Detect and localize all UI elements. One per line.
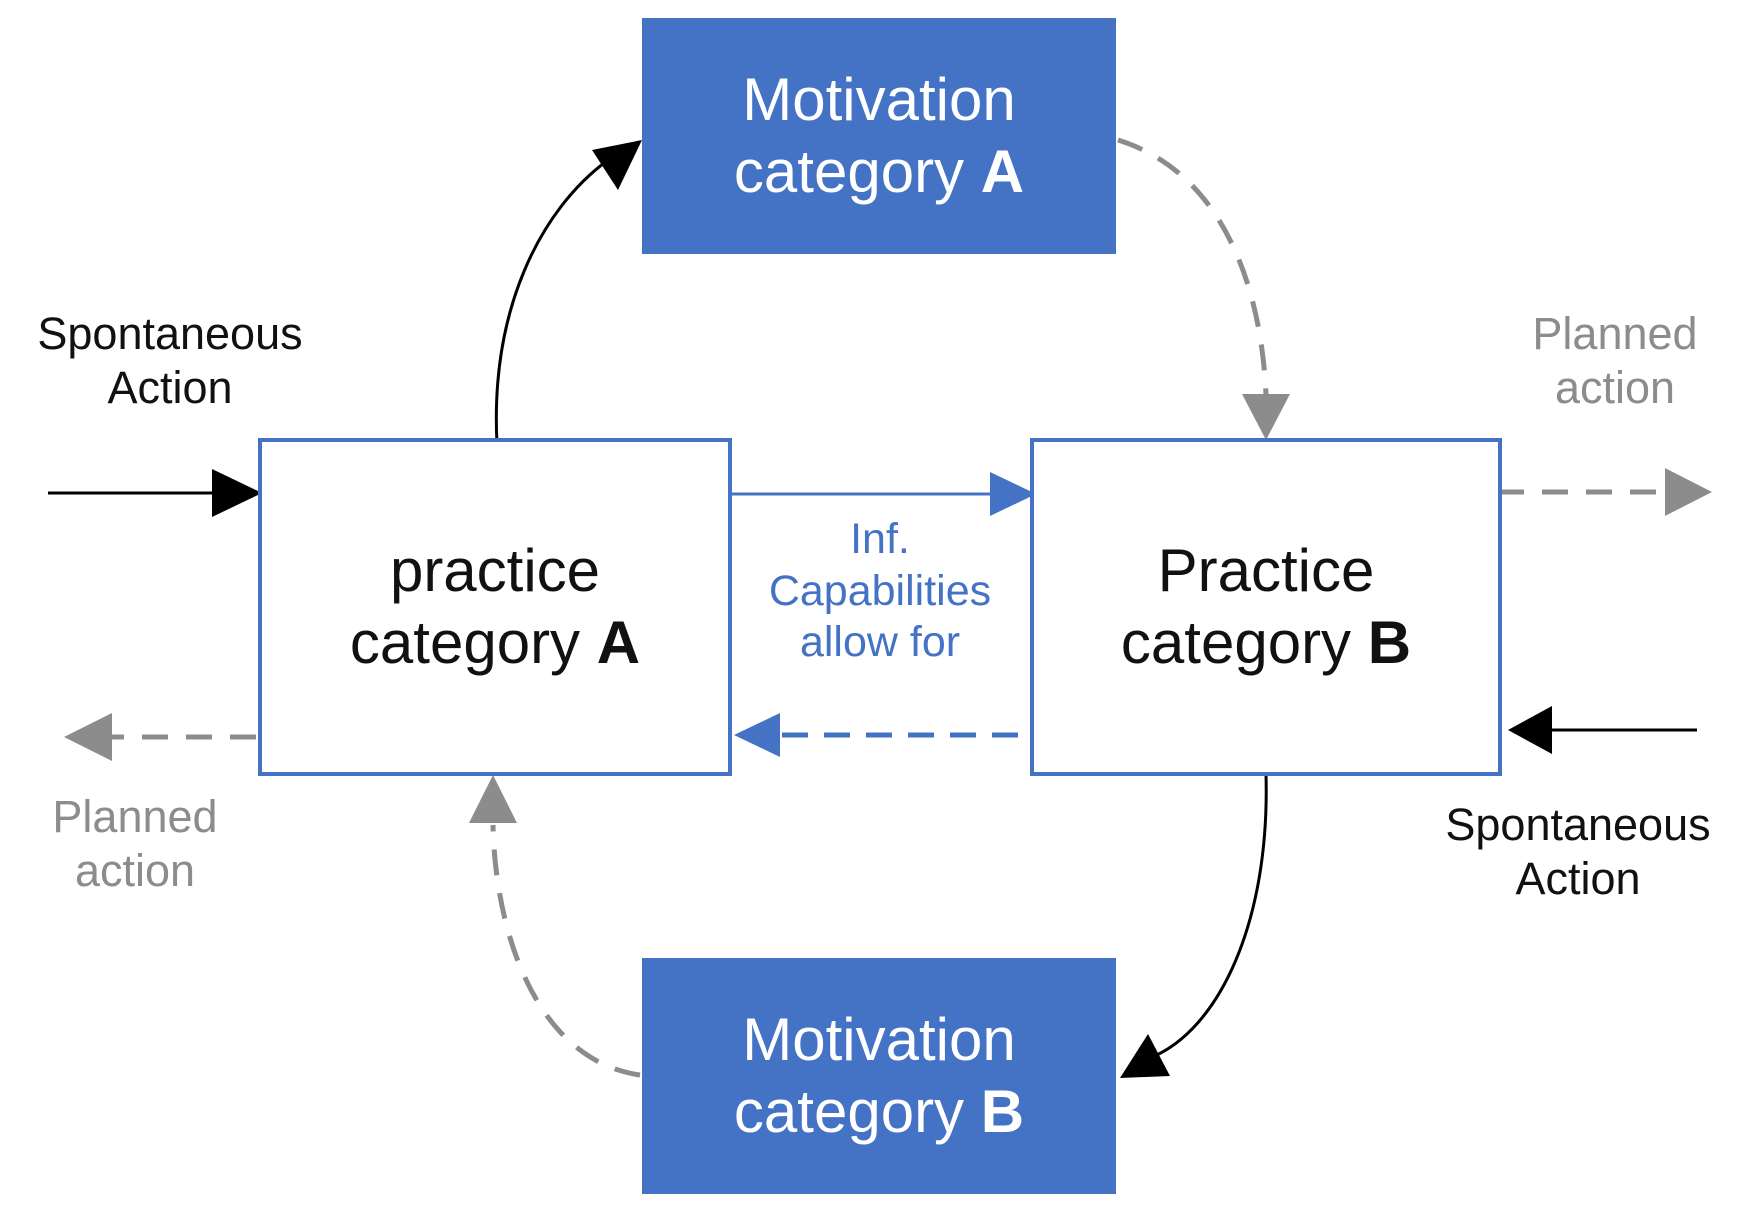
arrow-practice-b-to-a <box>734 713 1018 757</box>
practice-b-line2: category B <box>1120 609 1412 676</box>
motivation-category-b-box: Motivation category B <box>642 958 1116 1194</box>
motivation-a-line1: Motivation <box>742 66 1016 133</box>
practice-b-line1: Practice <box>1157 537 1375 604</box>
arrow-motivation-a-to-practice-b <box>1117 137 1290 440</box>
motivation-b-line1: Motivation <box>742 1006 1016 1073</box>
arrow-practice-a-to-b <box>732 472 1036 516</box>
motivation-b-line2: category B <box>733 1078 1025 1145</box>
planned-action-right-label: Planned action <box>1532 308 1698 413</box>
arrow-practice-b-to-motivation-b <box>1120 774 1268 1078</box>
inf-capabilities-label: Inf. Capabilities allow for <box>768 515 992 667</box>
arrow-spontaneous-right <box>1508 706 1697 754</box>
arrow-planned-right <box>1498 468 1712 516</box>
practice-category-b-box: Practice category B <box>1030 438 1502 776</box>
practice-category-a-box: practice category A <box>258 438 732 776</box>
motivation-a-line2: category A <box>733 138 1025 205</box>
planned-action-left-label: Planned action <box>52 791 218 896</box>
arrow-motivation-b-to-practice-a <box>469 775 641 1078</box>
spontaneous-action-right-label: Spontaneous Action <box>1445 799 1711 904</box>
spontaneous-action-left-label: Spontaneous Action <box>37 308 303 413</box>
practice-a-line2: category A <box>349 609 641 676</box>
practice-a-line1: practice <box>389 537 601 604</box>
arrow-spontaneous-left <box>48 469 262 517</box>
motivation-category-a-box: Motivation category A <box>642 18 1116 254</box>
arrow-planned-left <box>64 713 256 761</box>
arrow-practice-a-to-motivation-a <box>494 140 642 445</box>
